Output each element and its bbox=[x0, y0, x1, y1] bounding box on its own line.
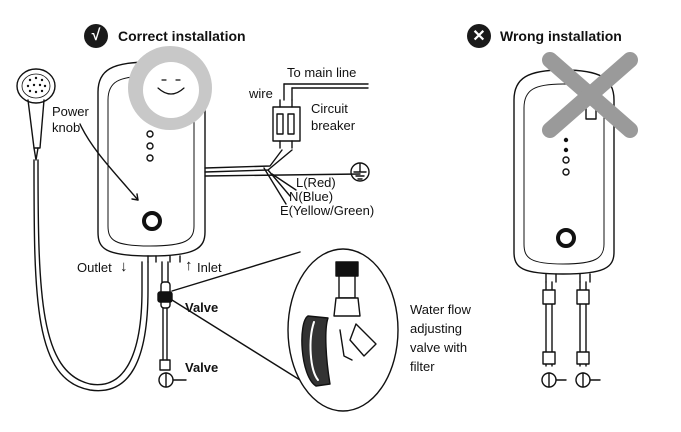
down-arrow-icon: ↓ bbox=[120, 258, 128, 275]
water-flow-label-line1: Water flow bbox=[410, 302, 471, 317]
smiley-face-icon bbox=[128, 46, 212, 130]
water-flow-label-line2: adjusting bbox=[410, 321, 463, 336]
correct-installation-heading: Correct installation bbox=[118, 28, 246, 44]
ground-symbol-icon bbox=[350, 162, 370, 182]
check-icon: √ bbox=[84, 24, 108, 48]
valve-label-lower: Valve bbox=[185, 360, 219, 375]
power-knob-leader bbox=[79, 123, 139, 201]
power-label: Power bbox=[52, 104, 89, 119]
up-arrow-icon: ↑ bbox=[185, 257, 193, 274]
to-main-line-label: To main line bbox=[287, 65, 357, 80]
knob-label: knob bbox=[52, 120, 81, 135]
outlet-label: Outlet bbox=[77, 260, 112, 275]
supply-wires bbox=[204, 149, 361, 205]
e-yellow-green-label: E(Yellow/Green) bbox=[280, 203, 375, 218]
l-red-label: L(Red) bbox=[296, 175, 336, 190]
inlet-pipe-valves bbox=[157, 261, 187, 388]
heater-body-wrong bbox=[513, 69, 615, 388]
cross-icon: ✕ bbox=[467, 24, 491, 48]
shower-hose bbox=[33, 159, 149, 392]
shower-head-icon bbox=[16, 68, 56, 161]
wrong-cross-icon bbox=[542, 52, 638, 138]
water-flow-label-line3: valve with bbox=[410, 340, 468, 355]
circuit-breaker-icon bbox=[272, 99, 301, 149]
wire-label: wire bbox=[249, 86, 273, 101]
valve-label-upper: Valve bbox=[185, 300, 219, 315]
n-blue-label: N(Blue) bbox=[289, 189, 334, 204]
breaker-label: breaker bbox=[311, 118, 356, 133]
valve-zoom-callout bbox=[171, 248, 399, 412]
inlet-label: Inlet bbox=[197, 260, 222, 275]
wrong-installation-heading: Wrong installation bbox=[500, 28, 622, 44]
main-line-wires bbox=[283, 83, 369, 101]
circuit-label: Circuit bbox=[311, 101, 348, 116]
water-flow-label-line4: filter bbox=[410, 359, 435, 374]
